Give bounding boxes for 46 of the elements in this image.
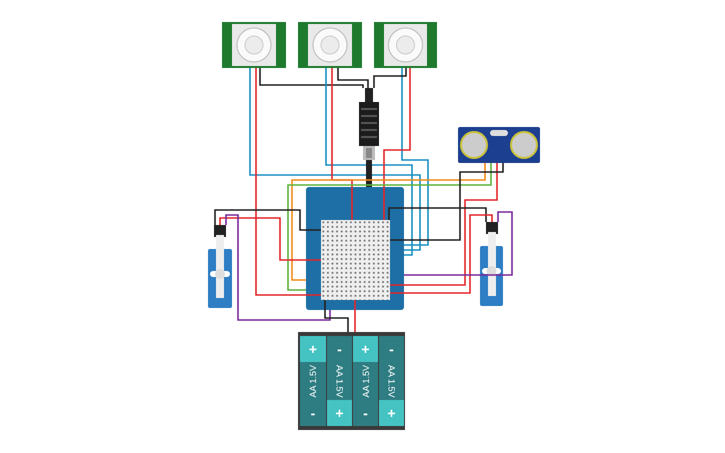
wire — [390, 214, 493, 294]
cell-rating-label: AA 1.5V — [360, 364, 370, 398]
power-plug-drawing — [357, 88, 381, 160]
wire — [401, 68, 429, 246]
wire — [390, 163, 504, 241]
battery-cell — [379, 336, 404, 426]
cell-rating-label: AA 1.5V — [386, 364, 396, 398]
wire — [225, 214, 331, 321]
wire — [214, 209, 321, 231]
wire — [373, 68, 407, 88]
wire — [325, 68, 413, 256]
wire — [366, 160, 372, 187]
cell-rating-label: AA 1.5V — [334, 364, 344, 398]
polarity-sign: - — [337, 342, 342, 356]
battery-holder — [298, 332, 405, 430]
microcontroller-board — [306, 187, 404, 310]
motion-sensor-drawing — [222, 22, 286, 68]
battery-cell — [300, 336, 326, 426]
wire — [390, 163, 498, 286]
servo-motor-drawing — [480, 222, 503, 306]
polarity-sign: - — [363, 406, 368, 420]
polarity-sign: - — [389, 342, 394, 356]
battery-cell — [353, 336, 378, 426]
ultrasonic-sensor-drawing — [458, 127, 540, 163]
motion-sensor-drawing — [374, 22, 437, 68]
wire — [259, 68, 364, 88]
polarity-sign: + — [361, 342, 370, 356]
wire — [337, 68, 369, 88]
wire — [354, 300, 356, 332]
wire — [383, 68, 411, 220]
cell-rating-label: AA 1.5V — [308, 364, 318, 398]
polarity-sign: + — [335, 406, 344, 420]
wire — [324, 300, 349, 332]
motion-sensor-drawing — [298, 22, 362, 68]
wire — [219, 217, 321, 261]
wire — [249, 68, 421, 251]
polarity-sign: + — [308, 342, 318, 356]
servo-motor-drawing — [208, 225, 232, 308]
breadboard — [321, 220, 390, 300]
battery-cell — [327, 336, 352, 426]
wire — [255, 68, 321, 296]
polarity-sign: + — [387, 406, 396, 420]
polarity-sign: - — [310, 406, 316, 420]
wire — [388, 207, 487, 222]
wire — [331, 68, 353, 220]
wire — [404, 211, 513, 276]
